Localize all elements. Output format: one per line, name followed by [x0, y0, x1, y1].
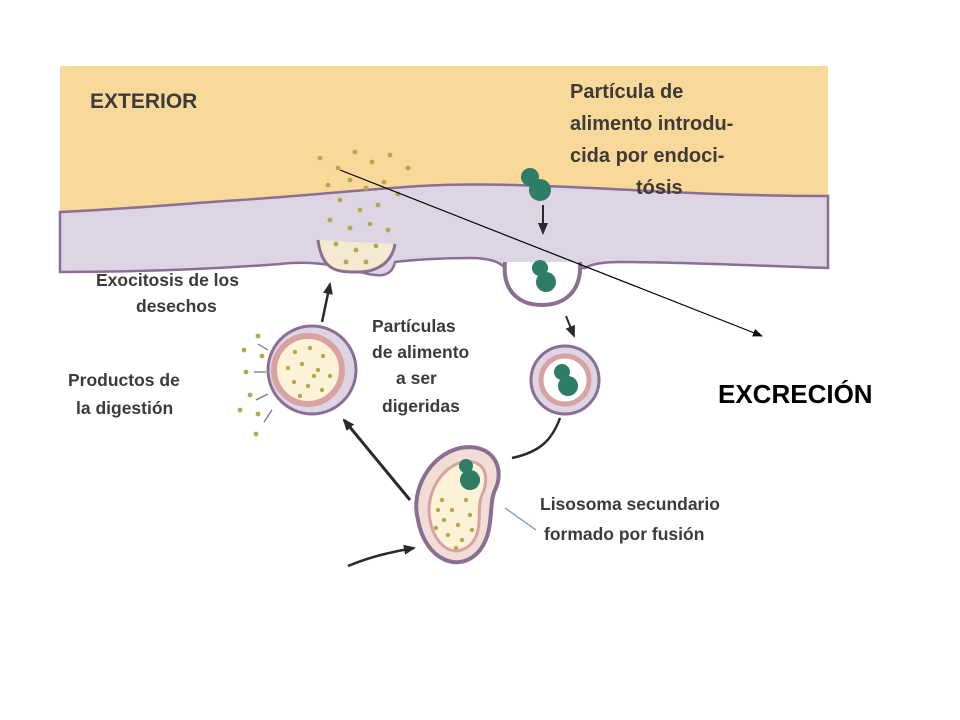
label-particle-line4: tósis — [636, 177, 683, 199]
digestion-products — [237, 333, 273, 437]
label-exterior: EXTERIOR — [90, 90, 197, 113]
label-particle-line1: Partícula de — [570, 81, 683, 103]
label-food-line3: a ser — [396, 368, 437, 388]
label-exocytosis-line2: desechos — [136, 296, 217, 316]
arrow-to-lysosome — [511, 417, 562, 460]
label-exocytosis-line1: Exocitosis de los — [96, 270, 239, 290]
label-food-line2: de alimento — [372, 342, 469, 362]
label-products-line2: la digestión — [76, 398, 173, 418]
label-food-line1: Partículas — [372, 316, 456, 336]
arrow-to-exocytosis — [320, 282, 333, 323]
incoming-lysosome-arrow — [347, 544, 416, 568]
waste-granules — [317, 149, 411, 265]
endocytic-vesicle — [529, 344, 601, 416]
excretion-pointer-arrow — [339, 169, 763, 337]
residual-body — [266, 324, 358, 416]
label-products-line1: Productos de — [68, 370, 180, 390]
label-particle-line2: alimento introdu- — [570, 113, 733, 135]
food-particle-in-pocket — [532, 260, 556, 292]
arrow-to-vesicle — [565, 315, 575, 338]
label-food-line4: digeridas — [382, 396, 460, 416]
label-lysosome-line1: Lisosoma secundario — [540, 494, 720, 514]
label-excretion: EXCRECIÓN — [718, 379, 873, 409]
label-lysosome-line2: formado por fusión — [544, 524, 704, 544]
arrow-to-residual-body — [342, 418, 412, 501]
food-particle-outside — [521, 168, 551, 201]
label-particle-line3: cida por endoci- — [570, 145, 724, 167]
exterior-region — [60, 66, 828, 212]
secondary-lysosome — [414, 445, 501, 565]
lysosome-pointer — [504, 507, 537, 531]
